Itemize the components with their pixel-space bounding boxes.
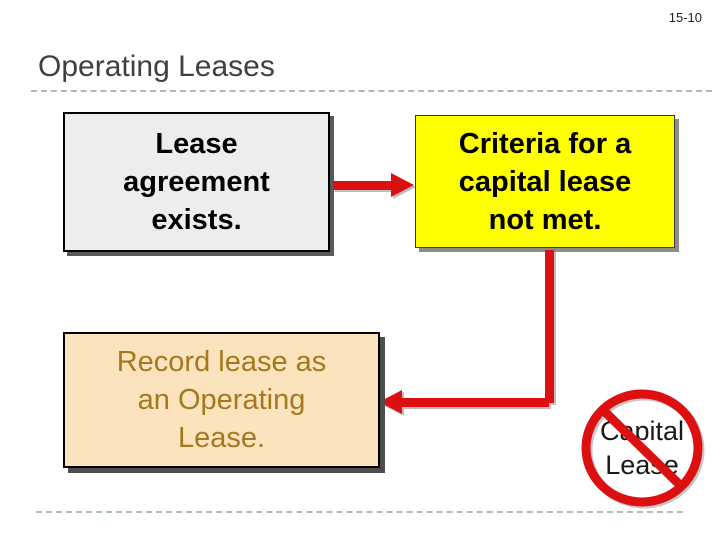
criteria-line: capital lease <box>458 165 632 198</box>
lease-agreement-line: exists. <box>151 204 242 236</box>
criteria-not-met-box: Criteria for a capital lease not met. <box>415 115 675 248</box>
criteria-line: Criteria for a <box>458 127 632 160</box>
page-number: 15-10 <box>668 10 702 25</box>
capital-lease-prohibited: Capital Lease <box>578 386 706 510</box>
record-operating-lease-box: Record lease as an Operating Lease. <box>63 332 380 468</box>
record-line: Record lease as <box>116 346 327 378</box>
no-symbol-icon <box>581 389 703 507</box>
page-title: Operating Leases <box>38 50 275 83</box>
lease-agreement-line: agreement <box>123 166 270 198</box>
criteria-line: not met. <box>488 203 602 236</box>
lease-agreement-box: Lease agreement exists. <box>63 112 330 252</box>
record-line: an Operating <box>137 384 306 416</box>
footer-divider <box>36 511 683 513</box>
title-divider <box>31 90 712 92</box>
record-line: Lease. <box>177 422 266 454</box>
lease-agreement-line: Lease <box>155 128 238 160</box>
